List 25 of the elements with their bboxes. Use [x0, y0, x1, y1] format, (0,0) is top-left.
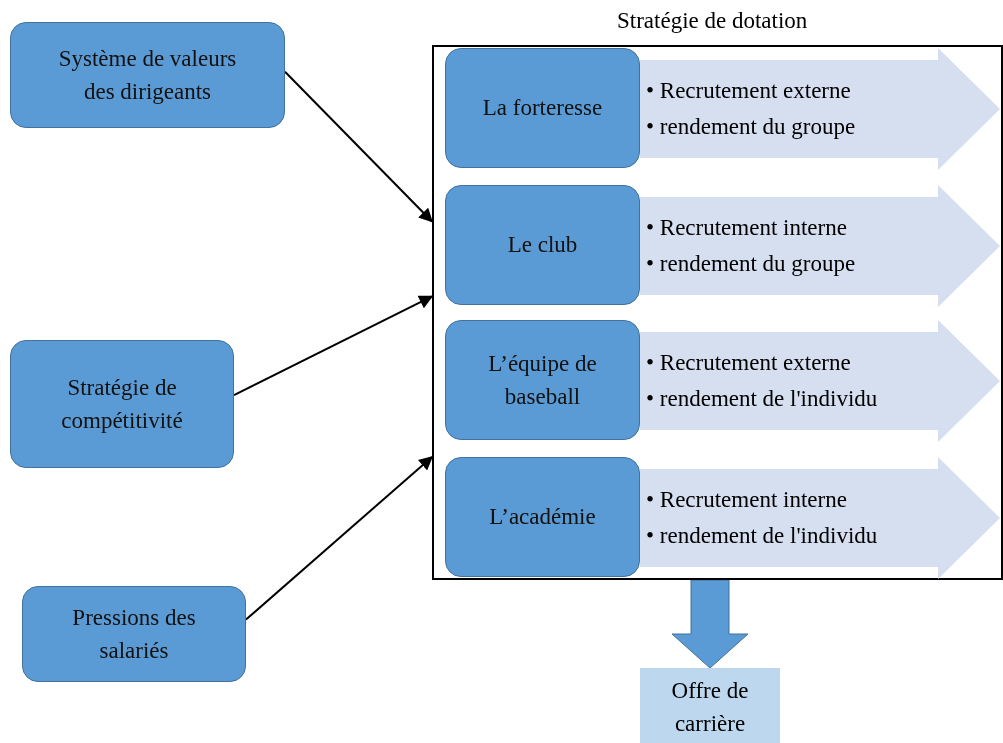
- bullet-text: • rendement du groupe: [646, 113, 857, 141]
- bullet-text: • rendement de l'individu: [646, 522, 879, 550]
- bullet-text: • Recrutement externe: [646, 349, 852, 378]
- chevron-arrow-shape: [640, 185, 1000, 307]
- bullet-text: • Recrutement externe: [646, 77, 852, 106]
- chevron-arrow-shape: [640, 320, 1000, 442]
- rounded-box: Le club: [445, 185, 640, 305]
- rounded-box: La forteresse: [445, 48, 640, 168]
- bullet-text: • Recrutement interne: [646, 214, 848, 243]
- result-box: Offre de carrière: [640, 668, 780, 743]
- arrow: [233, 295, 434, 397]
- block-arrow: [671, 579, 749, 669]
- rounded-box: L’académie: [445, 457, 640, 577]
- arrow: [245, 455, 434, 621]
- rounded-box: Stratégie de compétitivité: [10, 340, 234, 468]
- chevron-arrow-shape: [640, 457, 1000, 579]
- bullet-text: • rendement de l'individu: [646, 385, 879, 413]
- frame-heading: Stratégie de dotation: [617, 8, 808, 34]
- arrow: [284, 70, 433, 223]
- bullet-text: • Recrutement interne: [646, 486, 848, 515]
- rounded-box: Système de valeurs des dirigeants: [10, 22, 285, 128]
- chevron-arrow-shape: [640, 48, 1000, 170]
- bullet-text: • rendement du groupe: [646, 250, 857, 278]
- rounded-box: Pressions des salariés: [22, 586, 246, 682]
- rounded-box: L’équipe de baseball: [445, 320, 640, 440]
